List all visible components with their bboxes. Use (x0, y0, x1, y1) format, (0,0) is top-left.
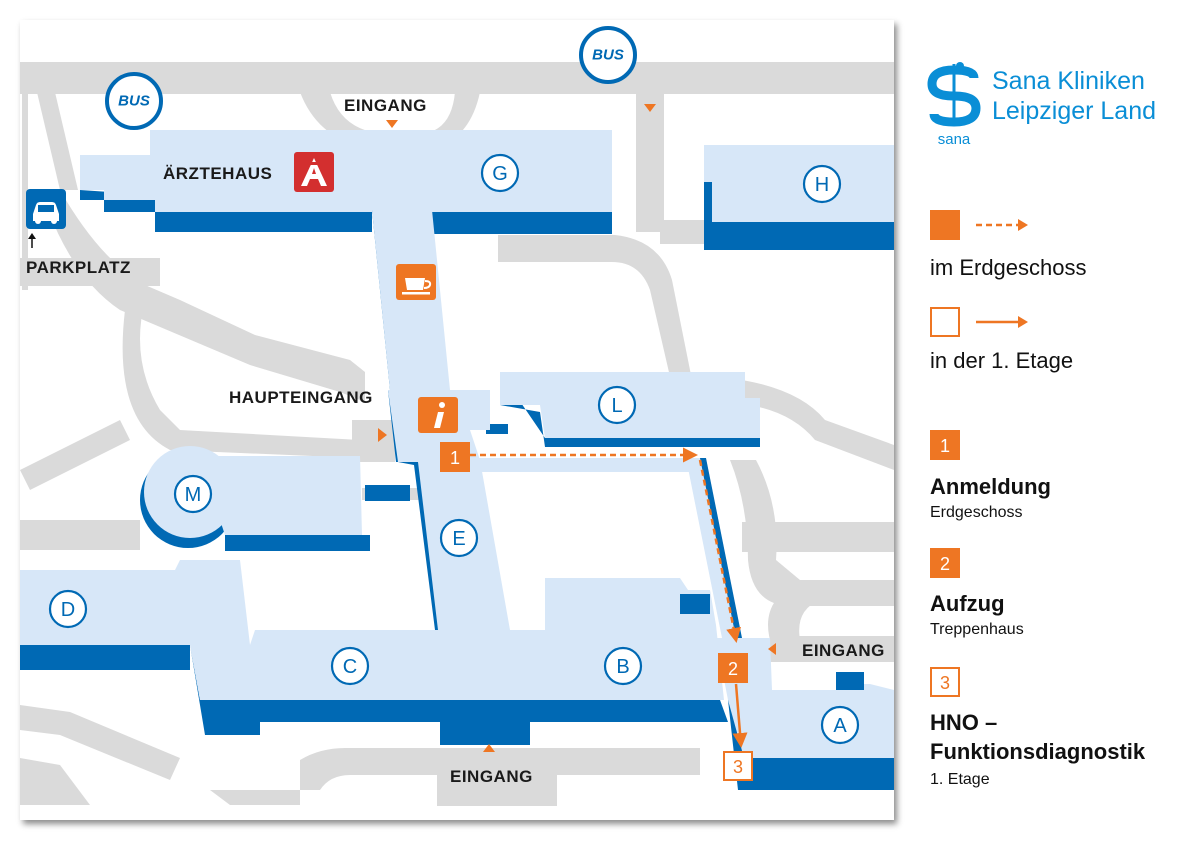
dashed-arrow-icon (1018, 219, 1028, 231)
parking-icon (26, 189, 66, 229)
step-number: 1 (450, 448, 460, 468)
campus-map: G H L M E D C B A BUS BUS (20, 20, 894, 820)
brand-name: Sana Kliniken Leipziger Land (992, 66, 1156, 126)
outlined-box-icon (930, 307, 960, 337)
parking-direction-arrow-icon (28, 233, 36, 248)
building-label-g: G (492, 163, 508, 185)
legend-step-number: 1 (940, 436, 950, 456)
building-label-e: E (452, 528, 465, 550)
label-haupteingang: HAUPTEINGANG (229, 388, 373, 407)
coffee-cup-icon (396, 264, 436, 300)
step-number: 2 (728, 659, 738, 679)
legend-item-hno-subtitle: 1. Etage (930, 771, 990, 788)
legend-item-hno-title-line-2: Funktionsdiagnostik (930, 739, 1146, 764)
route (470, 447, 748, 748)
route-ground-floor-2 (698, 459, 742, 643)
building-label-b: B (616, 656, 629, 678)
bus-stops: BUS BUS (105, 26, 637, 130)
caduceus-s-logo-icon: sana (927, 62, 981, 148)
bus-stop-label: BUS (118, 93, 150, 110)
step-number: 3 (733, 757, 743, 777)
legend-step-number: 3 (940, 673, 950, 693)
legend-step-1-box: 1 (930, 430, 960, 460)
label-eingang-north: EINGANG (344, 96, 427, 115)
entrance-arrow-icon (644, 104, 656, 112)
legend-step-number: 2 (940, 554, 950, 574)
map-canvas: G H L M E D C B A BUS BUS (20, 26, 894, 806)
solid-arrow-icon (1018, 316, 1028, 328)
legend-first-floor-symbol (930, 307, 1028, 337)
legend-item-aufzug-title: Aufzug (930, 591, 1005, 616)
building-label-c: C (343, 656, 357, 678)
entrance-arrow-icon (768, 643, 776, 655)
step-marker-3: 3 (723, 751, 753, 781)
information-icon (418, 397, 458, 433)
label-eingang-east: EINGANG (802, 641, 885, 660)
building-markers: G H L M E D C B A (48, 153, 860, 745)
building-label-d: D (61, 599, 75, 621)
logo-text: sana (938, 131, 971, 148)
legend-item-hno-title-line-1: HNO – (930, 710, 998, 735)
bus-stop-label: BUS (592, 47, 624, 64)
step-marker-2: 2 (718, 653, 748, 683)
legend-item-aufzug-subtitle: Treppenhaus (930, 621, 1024, 638)
filled-box-icon (930, 210, 960, 240)
building-label-l: L (611, 395, 622, 417)
legend-panel: sana Sana Kliniken Leipziger Land im Erd… (900, 0, 1200, 841)
bus-stop-icon (105, 72, 163, 130)
legend-step-2-box: 2 (930, 548, 960, 578)
entrance-markers (378, 104, 776, 752)
legend-ground-floor-label: im Erdgeschoss (930, 255, 1087, 280)
entrance-arrow-icon (386, 120, 398, 128)
legend-first-floor-label: in der 1. Etage (930, 348, 1074, 373)
label-parkplatz: PARKPLATZ (26, 258, 131, 277)
label-aerztehaus: ÄRZTEHAUS (163, 164, 272, 183)
legend-ground-floor-symbol (930, 210, 1028, 240)
legend-step-3-box: 3 (930, 667, 960, 697)
brand-line-1: Sana Kliniken (992, 67, 1145, 95)
building-label-h: H (815, 174, 829, 196)
label-eingang-south: EINGANG (450, 767, 533, 786)
legend-item-anmeldung-title: Anmeldung (930, 474, 1051, 499)
step-marker-1: 1 (440, 442, 470, 472)
entrance-arrow-icon (483, 744, 495, 752)
route-first-floor (732, 683, 748, 748)
bus-stop-icon (579, 26, 637, 84)
legend-item-anmeldung-subtitle: Erdgeschoss (930, 504, 1023, 521)
pharmacy-icon (294, 152, 334, 192)
entrance-arrow-icon (378, 428, 387, 442)
building-label-a: A (833, 715, 847, 737)
brand-line-2: Leipziger Land (992, 97, 1157, 125)
building-label-m: M (185, 484, 202, 506)
